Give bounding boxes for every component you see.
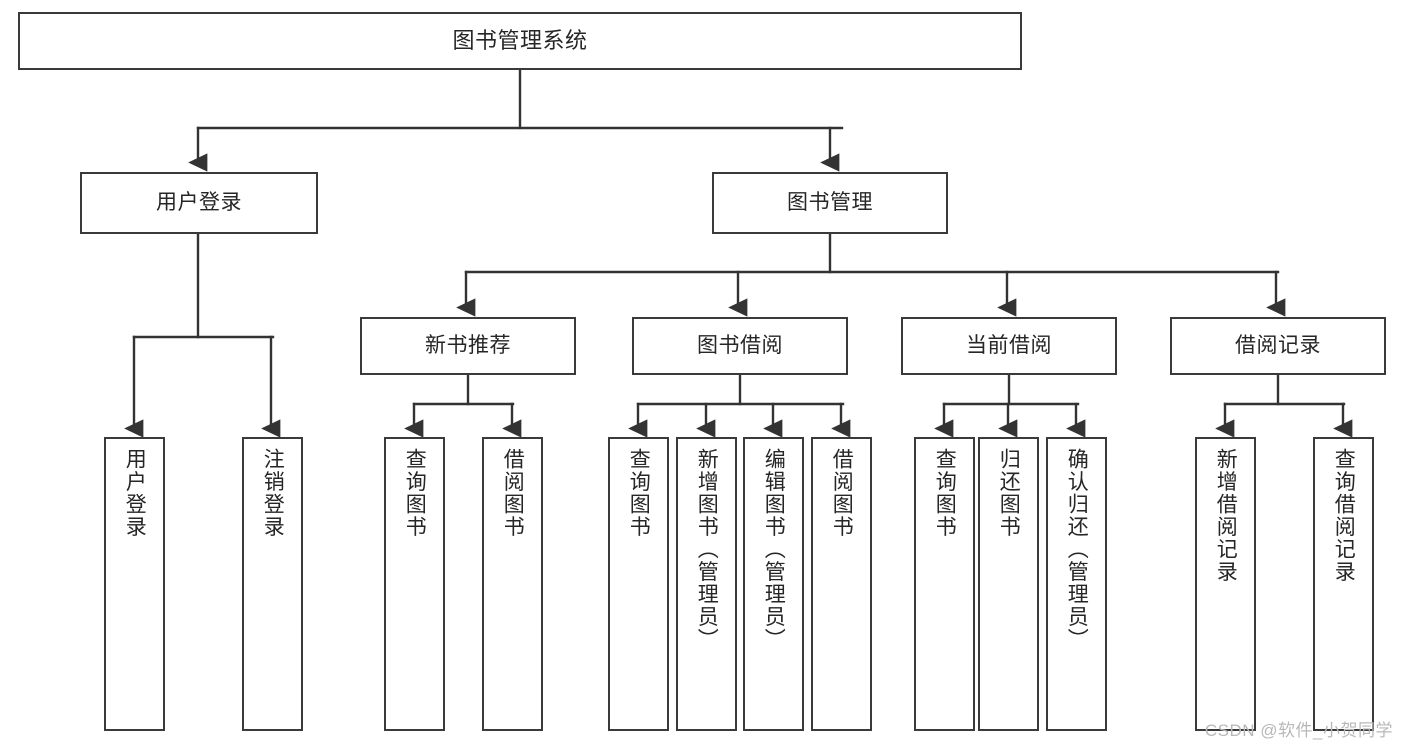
node-book-manage[interactable]: 图书管理: [712, 172, 948, 234]
node-root-label: 图书管理系统: [452, 28, 588, 54]
node-book-manage-label: 图书管理: [787, 190, 873, 214]
node-leaf-query-book-2[interactable]: 查询图书: [608, 437, 669, 731]
node-leaf-confirm-return-label: 确认归还（管理员）: [1065, 448, 1089, 651]
node-leaf-query-book-2-label: 查询图书: [627, 448, 651, 538]
node-book-borrow[interactable]: 图书借阅: [632, 317, 848, 375]
node-leaf-return-book[interactable]: 归还图书: [978, 437, 1039, 731]
node-leaf-query-record-label: 查询借阅记录: [1332, 448, 1356, 583]
node-current-borrow[interactable]: 当前借阅: [901, 317, 1117, 375]
node-leaf-add-book[interactable]: 新增图书（管理员）: [676, 437, 737, 731]
node-leaf-query-book-1-label: 查询图书: [403, 448, 427, 538]
node-borrow-record-label: 借阅记录: [1235, 333, 1321, 357]
node-leaf-query-record[interactable]: 查询借阅记录: [1313, 437, 1374, 731]
node-leaf-borrow-book-1-label: 借阅图书: [501, 448, 525, 538]
node-leaf-add-record-label: 新增借阅记录: [1214, 448, 1238, 583]
node-leaf-user-login-label: 用户登录: [123, 448, 147, 538]
node-leaf-add-book-label: 新增图书（管理员）: [695, 448, 719, 651]
node-leaf-borrow-book-1[interactable]: 借阅图书: [482, 437, 543, 731]
node-leaf-edit-book-label: 编辑图书（管理员）: [762, 448, 786, 651]
node-leaf-edit-book[interactable]: 编辑图书（管理员）: [743, 437, 804, 731]
node-leaf-query-book-3[interactable]: 查询图书: [914, 437, 975, 731]
node-borrow-record[interactable]: 借阅记录: [1170, 317, 1386, 375]
node-leaf-query-book-3-label: 查询图书: [933, 448, 957, 538]
node-book-borrow-label: 图书借阅: [697, 333, 783, 357]
node-root[interactable]: 图书管理系统: [18, 12, 1022, 70]
node-leaf-logout[interactable]: 注销登录: [242, 437, 303, 731]
node-leaf-user-login[interactable]: 用户登录: [104, 437, 165, 731]
node-new-book-recommend-label: 新书推荐: [425, 333, 511, 357]
node-new-book-recommend[interactable]: 新书推荐: [360, 317, 576, 375]
node-user-login[interactable]: 用户登录: [80, 172, 318, 234]
node-leaf-borrow-book-2-label: 借阅图书: [830, 448, 854, 538]
node-user-login-label: 用户登录: [156, 190, 242, 214]
node-leaf-return-book-label: 归还图书: [997, 448, 1021, 538]
node-leaf-logout-label: 注销登录: [261, 448, 285, 538]
node-leaf-borrow-book-2[interactable]: 借阅图书: [811, 437, 872, 731]
node-leaf-query-book-1[interactable]: 查询图书: [384, 437, 445, 731]
csdn-watermark: CSDN @软件_小贺同学: [1204, 721, 1393, 740]
node-leaf-confirm-return[interactable]: 确认归还（管理员）: [1046, 437, 1107, 731]
node-current-borrow-label: 当前借阅: [966, 333, 1052, 357]
node-leaf-add-record[interactable]: 新增借阅记录: [1195, 437, 1256, 731]
